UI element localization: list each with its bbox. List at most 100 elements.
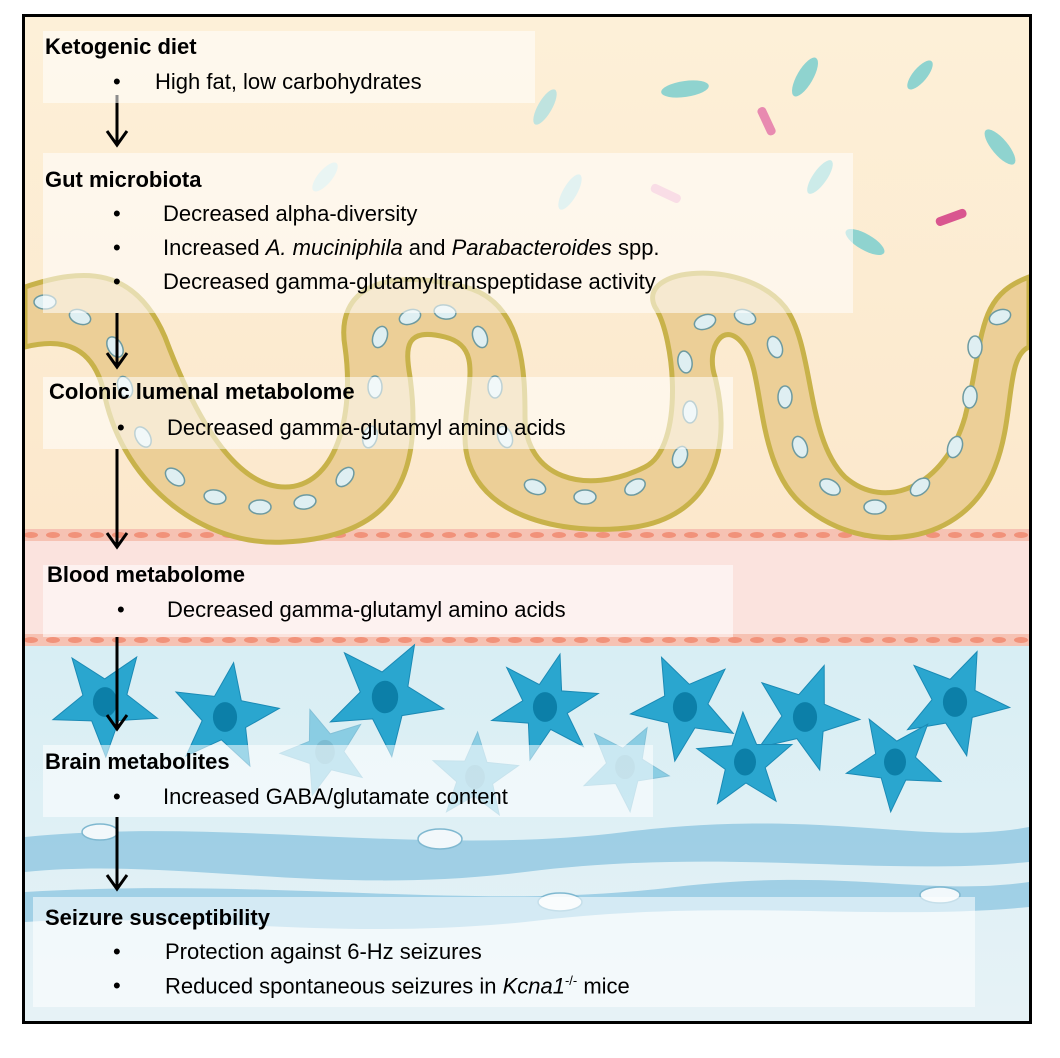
epithelial-nucleus (819, 478, 841, 496)
bullet-kcna1: Reduced spontaneous seizures in Kcna1-/-… (165, 973, 630, 999)
vessel-cell (442, 637, 456, 643)
vessel-cell (618, 637, 632, 643)
epithelial-nucleus (909, 477, 931, 497)
bullet-marker: • (113, 69, 121, 94)
vessel-cell (376, 637, 390, 643)
bullet-marker: • (113, 973, 121, 998)
vessel-cell (794, 532, 808, 538)
epithelial-nucleus (106, 336, 124, 358)
neuron-nucleus (532, 692, 558, 722)
bullet-marker: • (113, 269, 121, 294)
epithelial-nucleus (164, 467, 186, 487)
epithelial-nucleus (863, 499, 887, 515)
neuron-nucleus (371, 680, 399, 714)
epithelial-nucleus (777, 385, 793, 409)
illustration-background (25, 17, 1029, 1021)
vessel-cell (266, 637, 280, 643)
vessel-cell (68, 637, 82, 643)
heading-ketogenic-diet: Ketogenic diet (45, 34, 197, 59)
vessel-cell (1014, 637, 1028, 643)
vessel-cell (706, 532, 720, 538)
arrow-head (105, 130, 129, 148)
epithelial-nucleus (371, 325, 389, 349)
neuron (51, 655, 159, 759)
bullet-colonic-gg: Decreased gamma-glutamyl amino acids (167, 415, 566, 440)
vessel-cell (68, 532, 82, 538)
bullet-gaba: Increased GABA/glutamate content (163, 784, 508, 809)
vessel-cell (728, 532, 742, 538)
bullet-marker: • (113, 784, 121, 809)
bullet-high-fat: High fat, low carbohydrates (155, 69, 422, 94)
vessel-cell (25, 532, 38, 538)
vessel-cell (398, 532, 412, 538)
epithelial-nucleus (967, 335, 983, 359)
neuron-nucleus (792, 702, 818, 732)
epithelial-nucleus (791, 435, 809, 459)
heading-brain-metabolites: Brain metabolites (45, 749, 230, 774)
vessel-cell (904, 637, 918, 643)
vessel-cell (684, 532, 698, 538)
bullet-increased-taxa: Increased A. muciniphila and Parabactero… (163, 235, 660, 260)
figure-frame: Ketogenic diet • High fat, low carbohydr… (22, 14, 1032, 1024)
epithelial-nucleus (766, 335, 784, 359)
vessel-cell (816, 532, 830, 538)
vessel-cell (90, 637, 104, 643)
neuron-nucleus (92, 687, 118, 717)
vessel-cell (992, 637, 1006, 643)
epithelial-nucleus (677, 350, 693, 374)
vessel-cell (882, 637, 896, 643)
heading-blood-metabolome: Blood metabolome (47, 562, 246, 587)
vessel-cell (376, 532, 390, 538)
vessel-cell (552, 637, 566, 643)
vessel-cell (178, 637, 192, 643)
epithelial-nucleus (962, 385, 978, 409)
vessel-cell (332, 637, 346, 643)
bullet-marker: • (113, 939, 121, 964)
vessel-cell (750, 532, 764, 538)
vessel-cell (486, 532, 500, 538)
vessel-cell (486, 637, 500, 643)
neuron (906, 650, 1012, 758)
vessel-cell (178, 532, 192, 538)
bullet-6hz: Protection against 6-Hz seizures (165, 939, 482, 964)
epithelial-nucleus (248, 499, 272, 515)
vessel-cell (134, 532, 148, 538)
heading-colonic-metabolome: Colonic lumenal metabolome (49, 379, 355, 404)
neuron (844, 717, 943, 814)
vessel-cell (948, 637, 962, 643)
vessel-cell (662, 532, 676, 538)
vessel-cell (640, 532, 654, 538)
neuron-nucleus (672, 692, 698, 722)
vessel-cell (464, 637, 478, 643)
vessel-cell (244, 637, 258, 643)
bullet-blood-gg: Decreased gamma-glutamyl amino acids (167, 597, 566, 622)
label-panels (33, 31, 975, 1007)
vessel-cell (992, 532, 1006, 538)
vessel-cell (222, 637, 236, 643)
neuron-nucleus (942, 687, 968, 717)
vessel-cell (46, 637, 60, 643)
vessel-cell (728, 637, 742, 643)
vessel-cell (354, 532, 368, 538)
bullet-marker: • (117, 415, 125, 440)
epithelial-nucleus (293, 494, 317, 510)
vessel-cell (420, 637, 434, 643)
neuron (695, 710, 794, 805)
neuron-nucleus (212, 702, 238, 732)
heading-seizure-susceptibility: Seizure susceptibility (45, 905, 270, 930)
epithelial-nucleus (624, 478, 646, 496)
vessel-cell (706, 637, 720, 643)
vessel-cell (46, 532, 60, 538)
epithelial-nucleus (693, 313, 717, 331)
vessel-cell (530, 637, 544, 643)
vessel-cell (25, 637, 38, 643)
vessel-cell (838, 637, 852, 643)
arrow-head (105, 532, 129, 550)
bullet-ggt-activity: Decreased gamma-glutamyltranspeptidase a… (163, 269, 656, 294)
vessel-cell (420, 532, 434, 538)
vessel-cell (574, 532, 588, 538)
epithelial-nucleus (946, 435, 964, 459)
vessel-cell (156, 637, 170, 643)
vessel-cell (398, 637, 412, 643)
vessel-cell (684, 637, 698, 643)
